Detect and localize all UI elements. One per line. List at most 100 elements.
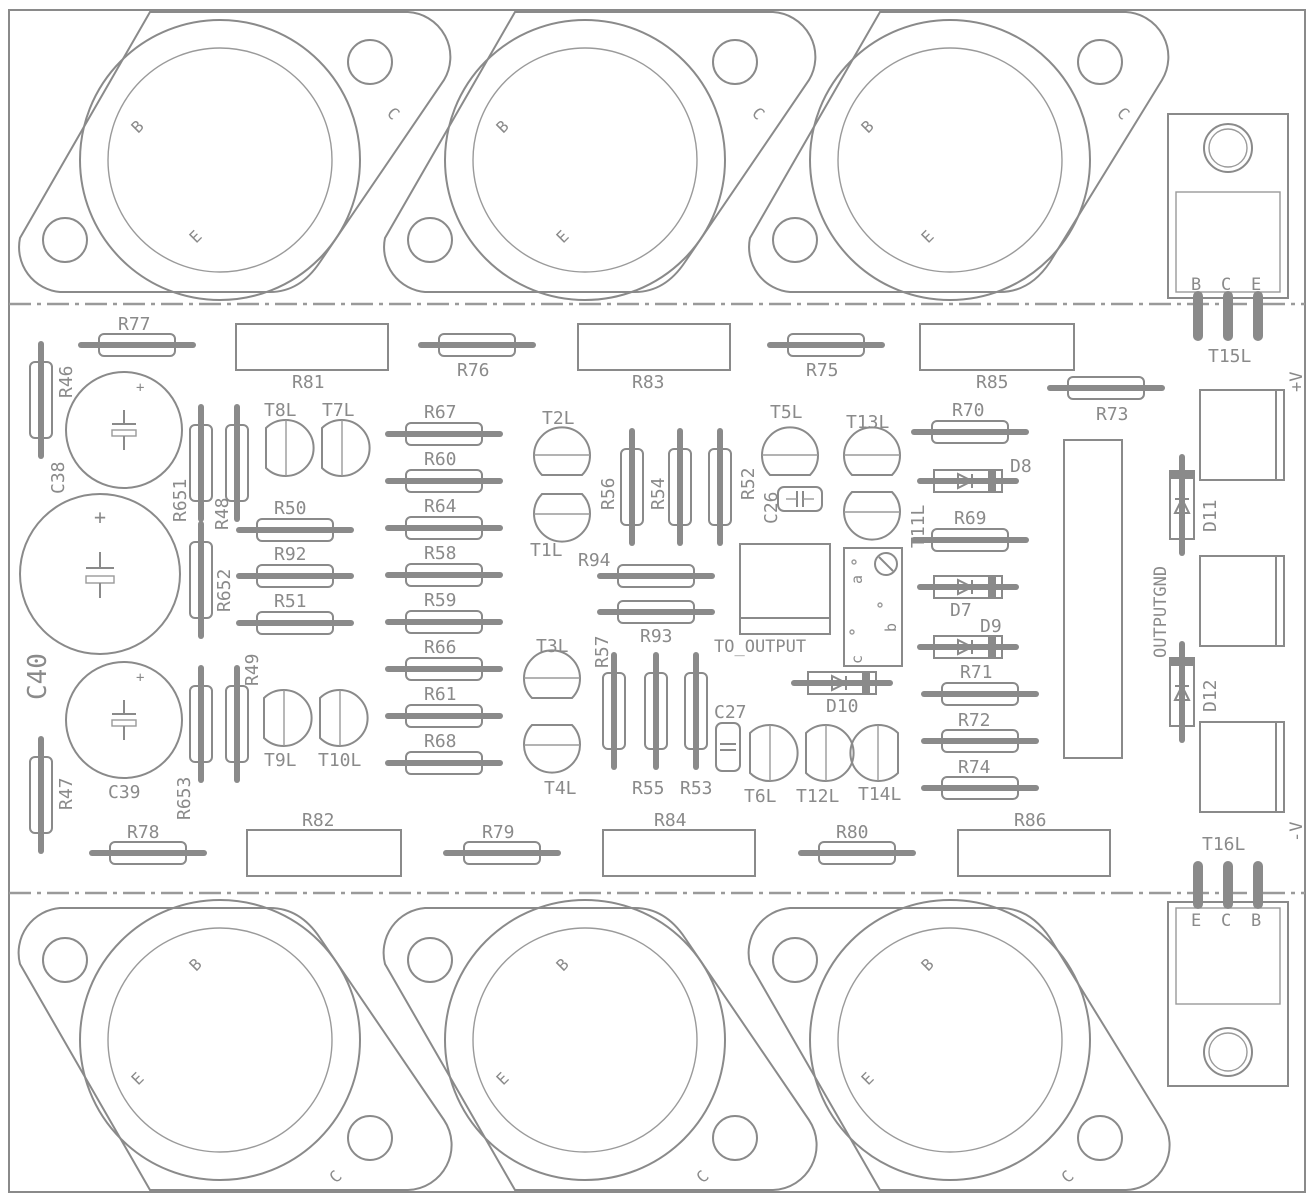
bottom-pin-label: B — [917, 955, 937, 975]
resistor-R52 — [708, 428, 732, 546]
capacitor-c40: + — [19, 493, 181, 655]
to3-transistor-top-3 — [748, 11, 1170, 301]
to220-top-pin: C — [1221, 275, 1231, 295]
ref-r59: R59 — [424, 590, 457, 611]
power-resistor-R81 — [235, 323, 389, 371]
transistor-T4L — [523, 724, 581, 774]
ref-r64: R64 — [424, 496, 457, 517]
resistor-R57 — [602, 652, 626, 770]
resistor-R75 — [767, 333, 885, 357]
board-outline — [8, 9, 1306, 1193]
resistor-R74 — [921, 776, 1039, 800]
resistor-R48 — [225, 404, 249, 522]
power-resistor-R84 — [602, 829, 756, 877]
ref-r86: R86 — [1014, 810, 1047, 831]
transistor-T10L — [319, 689, 369, 747]
transistor-T12L — [805, 724, 855, 782]
power-resistor-R83 — [577, 323, 731, 371]
svg-text:+: + — [94, 505, 106, 529]
ref-t6l: T6L — [744, 786, 777, 807]
resistor-R47 — [29, 736, 53, 854]
to220-bottom-pin: B — [1251, 911, 1261, 931]
resistor-R78 — [89, 841, 207, 865]
transistor-T6L — [749, 724, 799, 782]
ref-t9l: T9L — [264, 750, 297, 771]
bottom-pin-label: E — [127, 1069, 147, 1089]
resistor-R50 — [236, 518, 354, 542]
ref-r71: R71 — [960, 662, 993, 683]
top-pin-label: E — [917, 227, 937, 247]
trimmer-pin: a — [848, 575, 866, 584]
ref-t14l: T14L — [858, 784, 902, 805]
diode-D8 — [917, 469, 1019, 493]
transistor-T5L — [761, 426, 819, 476]
ref-r80: R80 — [836, 822, 869, 843]
ref-r69: R69 — [954, 508, 987, 529]
ref-r50: R50 — [274, 498, 307, 519]
ref-r77: R77 — [118, 314, 151, 335]
transistor-T1L — [533, 493, 591, 543]
ref-r67: R67 — [424, 402, 457, 423]
transistor-T8L — [265, 419, 315, 477]
to3-transistor-bottom-2 — [382, 899, 818, 1191]
ref-t3l: T3L — [536, 636, 569, 657]
resistor-R77 — [78, 333, 196, 357]
diode-D9 — [917, 635, 1019, 659]
output-connector — [739, 543, 831, 635]
terminal-negative — [1199, 721, 1285, 813]
ref-r78: R78 — [127, 822, 160, 843]
resistor-R66 — [385, 657, 503, 681]
resistor-R51 — [236, 611, 354, 635]
resistor-R69 — [911, 528, 1029, 552]
rail-label-negative: -V — [1287, 822, 1307, 842]
ref-r75: R75 — [806, 360, 839, 381]
ref-r70: R70 — [952, 400, 985, 421]
to220-transistor-top — [1167, 113, 1289, 341]
top-pin-label: B — [492, 117, 512, 137]
diode-D7 — [917, 575, 1019, 599]
resistor-R49 — [225, 665, 249, 783]
resistor-R58 — [385, 563, 503, 587]
ref-c38: C38 — [48, 461, 69, 494]
ref-t1l: T1L — [530, 540, 563, 561]
resistor-R94 — [597, 564, 715, 588]
ref-r74: R74 — [958, 757, 991, 778]
ref-t8l: T8L — [264, 400, 297, 421]
resistor-R55 — [644, 652, 668, 770]
output-label: TO_OUTPUT — [714, 637, 806, 657]
resistor-R67 — [385, 422, 503, 446]
bottom-pin-label: C — [1057, 1167, 1077, 1187]
ref-t4l: T4L — [544, 778, 577, 799]
ref-r83: R83 — [632, 372, 665, 393]
resistor-R61 — [385, 704, 503, 728]
ref-t12l: T12L — [796, 786, 840, 807]
ref-r46: R46 — [56, 365, 77, 398]
to220-bottom-pin: E — [1191, 911, 1201, 931]
power-resistor-R86 — [957, 829, 1111, 877]
power-resistor-R85 — [919, 323, 1075, 371]
power-resistor-R82 — [246, 829, 402, 877]
to3-transistor-bottom-3 — [747, 899, 1171, 1191]
heatsink-bar — [1063, 439, 1123, 759]
resistor-R60 — [385, 469, 503, 493]
svg-text:+: + — [136, 380, 144, 396]
ref-r51: R51 — [274, 591, 307, 612]
ref-r651: R651 — [170, 479, 191, 522]
ref-r93: R93 — [640, 626, 673, 647]
bottom-pin-label: B — [552, 955, 572, 975]
ref-d12: D12 — [1200, 679, 1221, 712]
ref-r53: R53 — [680, 778, 713, 799]
svg-text:+: + — [136, 670, 144, 686]
ref-r72: R72 — [958, 710, 991, 731]
resistor-R70 — [911, 420, 1029, 444]
terminal-positive — [1199, 389, 1285, 481]
trimmer-potentiometer — [843, 547, 903, 667]
ref-t2l: T2L — [542, 408, 575, 429]
component-layer — [29, 323, 1195, 877]
resistor-R92 — [236, 564, 354, 588]
top-pin-label: E — [552, 227, 572, 247]
terminal-ground — [1199, 555, 1285, 647]
diode-D10 — [791, 671, 893, 695]
resistor-R54 — [668, 428, 692, 546]
